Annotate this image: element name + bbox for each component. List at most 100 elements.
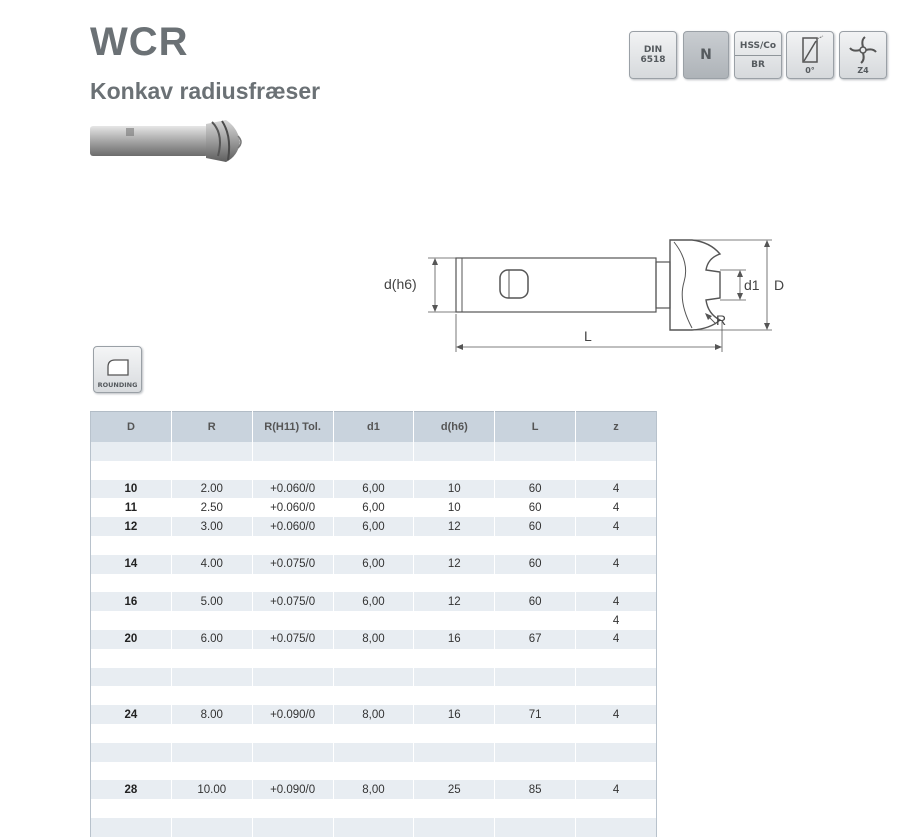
table-cell — [575, 742, 657, 762]
din-badge-line1: DIN — [643, 45, 663, 55]
table-cell: 4 — [575, 517, 657, 536]
table-row — [90, 667, 657, 687]
dim-label-dh6: d(h6) — [384, 276, 417, 292]
table-cell: 6,00 — [332, 498, 415, 518]
four-flute-icon — [849, 36, 877, 64]
table-cell — [170, 648, 253, 668]
table-cell: 10 — [90, 479, 172, 499]
tool-photo — [90, 120, 242, 162]
table-cell: 85 — [494, 780, 577, 800]
table-cell — [494, 761, 577, 781]
din-badge: DIN 6518 — [629, 31, 677, 79]
table-cell — [90, 667, 172, 687]
table-cell — [170, 442, 253, 461]
table-cell: +0.060/0 — [251, 517, 334, 536]
table-cell: +0.075/0 — [251, 554, 334, 574]
table-row — [90, 573, 657, 593]
table-cell — [413, 442, 496, 461]
table-cell — [575, 460, 657, 480]
table-cell — [251, 442, 334, 461]
table-cell — [90, 686, 172, 706]
col-header-L: L — [494, 411, 577, 442]
table-cell — [90, 742, 172, 762]
table-cell — [494, 817, 577, 837]
material-badge-label: N — [700, 47, 712, 63]
table-cell: 8.00 — [170, 705, 253, 724]
table-cell — [170, 667, 253, 687]
table-cell — [494, 611, 577, 630]
table-cell — [575, 442, 657, 461]
table-cell — [413, 535, 496, 555]
page-subtitle: Konkav radiusfræser — [90, 78, 321, 104]
table-cell — [332, 460, 415, 480]
table-cell — [575, 667, 657, 687]
table-cell: 24 — [90, 705, 172, 724]
helix-angle-icon — [802, 35, 824, 63]
table-cell — [251, 611, 334, 630]
table-cell: 12 — [413, 592, 496, 612]
table-cell — [90, 442, 172, 461]
table-cell: 14 — [90, 554, 172, 574]
table-cell — [413, 573, 496, 593]
table-cell: 67 — [494, 629, 577, 649]
table-cell — [170, 723, 253, 743]
table-cell: 3.00 — [170, 517, 253, 536]
table-cell — [170, 761, 253, 781]
table-row — [90, 535, 657, 555]
page-title: WCR — [90, 20, 189, 64]
table-cell: 16 — [413, 705, 496, 724]
table-cell: 4 — [575, 780, 657, 800]
table-cell: 12 — [413, 554, 496, 574]
col-header-D: D — [90, 411, 172, 442]
dim-label-R: R — [716, 312, 726, 328]
table-row — [90, 460, 657, 480]
table-cell: 25 — [413, 780, 496, 800]
helix-badge: 0° — [786, 31, 834, 79]
table-cell: 8,00 — [332, 705, 415, 724]
table-cell: 2.00 — [170, 479, 253, 499]
dim-label-d1: d1 — [744, 277, 760, 293]
table-cell — [170, 686, 253, 706]
table-cell — [413, 817, 496, 837]
table-header-row: D R R(H11) Tol. d1 d(h6) L z — [90, 411, 657, 442]
table-cell — [575, 799, 657, 818]
table-cell — [90, 799, 172, 818]
table-cell — [494, 460, 577, 480]
table-cell — [332, 761, 415, 781]
table-cell: 16 — [90, 592, 172, 612]
table-cell — [170, 535, 253, 555]
table-cell: 4 — [575, 479, 657, 499]
rounding-icon — [106, 359, 129, 376]
table-row — [90, 817, 657, 837]
table-row — [90, 442, 657, 461]
table-cell — [251, 742, 334, 762]
table-cell — [170, 799, 253, 818]
table-cell — [90, 611, 172, 630]
dim-label-D: D — [774, 277, 784, 293]
table-cell — [332, 742, 415, 762]
table-cell — [332, 573, 415, 593]
table-cell — [170, 611, 253, 630]
table-cell: 2.50 — [170, 498, 253, 518]
table-cell: 4 — [575, 498, 657, 518]
table-cell: 10.00 — [170, 780, 253, 800]
table-cell: 8,00 — [332, 780, 415, 800]
table-cell — [494, 667, 577, 687]
table-cell — [251, 817, 334, 837]
material-badge: N — [683, 31, 729, 79]
rounding-badge: ROUNDING — [93, 346, 142, 393]
table-cell — [413, 611, 496, 630]
table-cell — [332, 723, 415, 743]
table-cell — [575, 535, 657, 555]
table-cell: 6,00 — [332, 479, 415, 499]
table-row — [90, 648, 657, 668]
col-header-R: R — [170, 411, 253, 442]
table-cell: 20 — [90, 629, 172, 649]
table-cell — [332, 667, 415, 687]
table-row — [90, 761, 657, 781]
